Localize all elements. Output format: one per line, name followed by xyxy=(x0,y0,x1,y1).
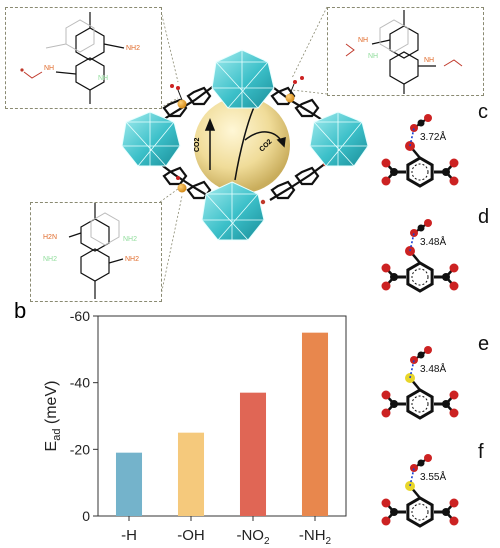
oxygen-atom xyxy=(381,408,391,418)
svg-text:NH2: NH2 xyxy=(123,236,137,243)
x-tick-label: -OH xyxy=(177,527,205,544)
svg-text:NH: NH xyxy=(358,37,368,44)
co2-oxygen xyxy=(410,124,418,132)
y-tick-label: -40 xyxy=(70,375,90,391)
oxygen-atom xyxy=(381,176,391,186)
y-tick-label: -60 xyxy=(70,308,90,324)
benzene-ring xyxy=(406,156,434,188)
inset-top-right: NH NH NH xyxy=(327,7,484,96)
interaction-line xyxy=(409,467,415,487)
inset-top-left: NH2 NH NH xyxy=(5,7,162,109)
co2-carbon xyxy=(417,224,425,232)
oxygen-atom xyxy=(449,516,459,526)
bar-oh xyxy=(177,432,205,516)
inset-top-right-structure: NH NH NH xyxy=(345,10,463,94)
zr-cluster-bottom xyxy=(201,181,265,241)
oxygen-atom xyxy=(449,408,459,418)
mof-illustration: CO2 CO2 xyxy=(121,6,369,300)
svg-text:NH: NH xyxy=(368,53,378,60)
oxygen-atom xyxy=(381,390,391,400)
co2-oxygen xyxy=(424,114,432,122)
svg-text:NH: NH xyxy=(44,65,54,72)
oxygen-atom xyxy=(381,281,391,291)
co2-carbon xyxy=(417,119,425,127)
panel-label-e: e xyxy=(478,333,489,355)
oxygen-atom xyxy=(381,516,391,526)
benzene-ring xyxy=(406,261,434,293)
co2-arrows xyxy=(204,104,286,181)
adsorption-energy-chart: 0 -20 -40 -60 -H -OH -NO2 -NH2 Ead (meV) xyxy=(0,300,360,548)
zr-cluster-right xyxy=(309,111,369,167)
aromatic-ring xyxy=(411,268,429,286)
molecule-panel-e: e 3.48Å xyxy=(381,333,489,420)
bar-h xyxy=(115,452,143,516)
co2-label-left: CO2 xyxy=(194,138,201,153)
panel-label-d: d xyxy=(478,206,489,228)
aromatic-ring xyxy=(411,503,429,521)
zr-cluster-left xyxy=(121,111,181,167)
svg-text:NH2: NH2 xyxy=(125,256,139,263)
oxygen-atom xyxy=(449,498,459,508)
co2-oxygen xyxy=(410,464,418,472)
aromatic-ring xyxy=(411,395,429,413)
y-tick-label: -20 xyxy=(70,441,90,457)
svg-text:NH: NH xyxy=(98,75,108,82)
interaction-line xyxy=(409,359,415,379)
distance-label-c: 3.72Å xyxy=(420,130,446,143)
adsorbed-co2-sites xyxy=(170,76,304,193)
interaction-line xyxy=(409,232,415,252)
co2-oxygen xyxy=(424,454,432,462)
y-tick-label: 0 xyxy=(82,508,90,524)
bar-nh2 xyxy=(301,332,329,516)
bar-no2 xyxy=(239,392,267,516)
x-tick-label: -NO2 xyxy=(236,527,270,547)
svg-text:NH2: NH2 xyxy=(43,256,57,263)
co2-oxygen xyxy=(410,356,418,364)
framework-linkers xyxy=(154,84,331,201)
panel-label-f: f xyxy=(478,441,484,463)
interaction-line xyxy=(409,127,415,147)
aromatic-ring xyxy=(411,163,429,181)
co2-carbon xyxy=(417,351,425,359)
inset-top-left-structure: NH2 NH NH xyxy=(20,12,140,104)
molecule-panels: c 3.72Å d 3.48Å e 3.48Å f 3.55Å xyxy=(381,101,489,528)
zr-cluster-top xyxy=(211,49,275,109)
svg-text:NH: NH xyxy=(424,57,434,64)
inset-bottom-left: H2N NH2 NH2 NH2 xyxy=(30,202,162,302)
benzene-ring xyxy=(406,496,434,528)
distance-label-f: 3.55Å xyxy=(420,470,446,483)
panel-label-c: c xyxy=(478,101,488,123)
plot-frame xyxy=(97,315,347,517)
oxygen-atom xyxy=(449,390,459,400)
svg-text:NH2: NH2 xyxy=(126,45,140,52)
molecule-panel-c: c 3.72Å xyxy=(381,101,488,188)
distance-label-d: 3.48Å xyxy=(420,235,446,248)
oxygen-atom xyxy=(381,263,391,273)
oxygen-atom xyxy=(449,176,459,186)
co2-carbon xyxy=(417,459,425,467)
svg-text:H2N: H2N xyxy=(43,234,57,241)
oxygen-atom xyxy=(449,263,459,273)
co2-oxygen xyxy=(424,219,432,227)
molecule-panel-d: d 3.48Å xyxy=(381,206,489,293)
y-axis-label: Ead (meV) xyxy=(43,381,63,452)
benzene-ring xyxy=(406,388,434,420)
oxygen-atom xyxy=(449,158,459,168)
x-tick-label: -H xyxy=(121,527,137,544)
co2-oxygen xyxy=(410,229,418,237)
molecule-panel-f: f 3.55Å xyxy=(381,441,484,528)
panel-label-b: b xyxy=(14,298,27,323)
co2-oxygen xyxy=(424,346,432,354)
x-tick-label: -NH2 xyxy=(299,527,332,547)
oxygen-atom xyxy=(449,281,459,291)
inset-bottom-left-structure: H2N NH2 NH2 NH2 xyxy=(43,203,139,299)
distance-label-e: 3.48Å xyxy=(420,362,446,375)
inset-connectors xyxy=(159,6,328,300)
oxygen-atom xyxy=(381,498,391,508)
oxygen-atom xyxy=(381,158,391,168)
bar-chart-svg: 0 -20 -40 -60 -H -OH -NO2 -NH2 Ead (meV) xyxy=(43,308,347,547)
